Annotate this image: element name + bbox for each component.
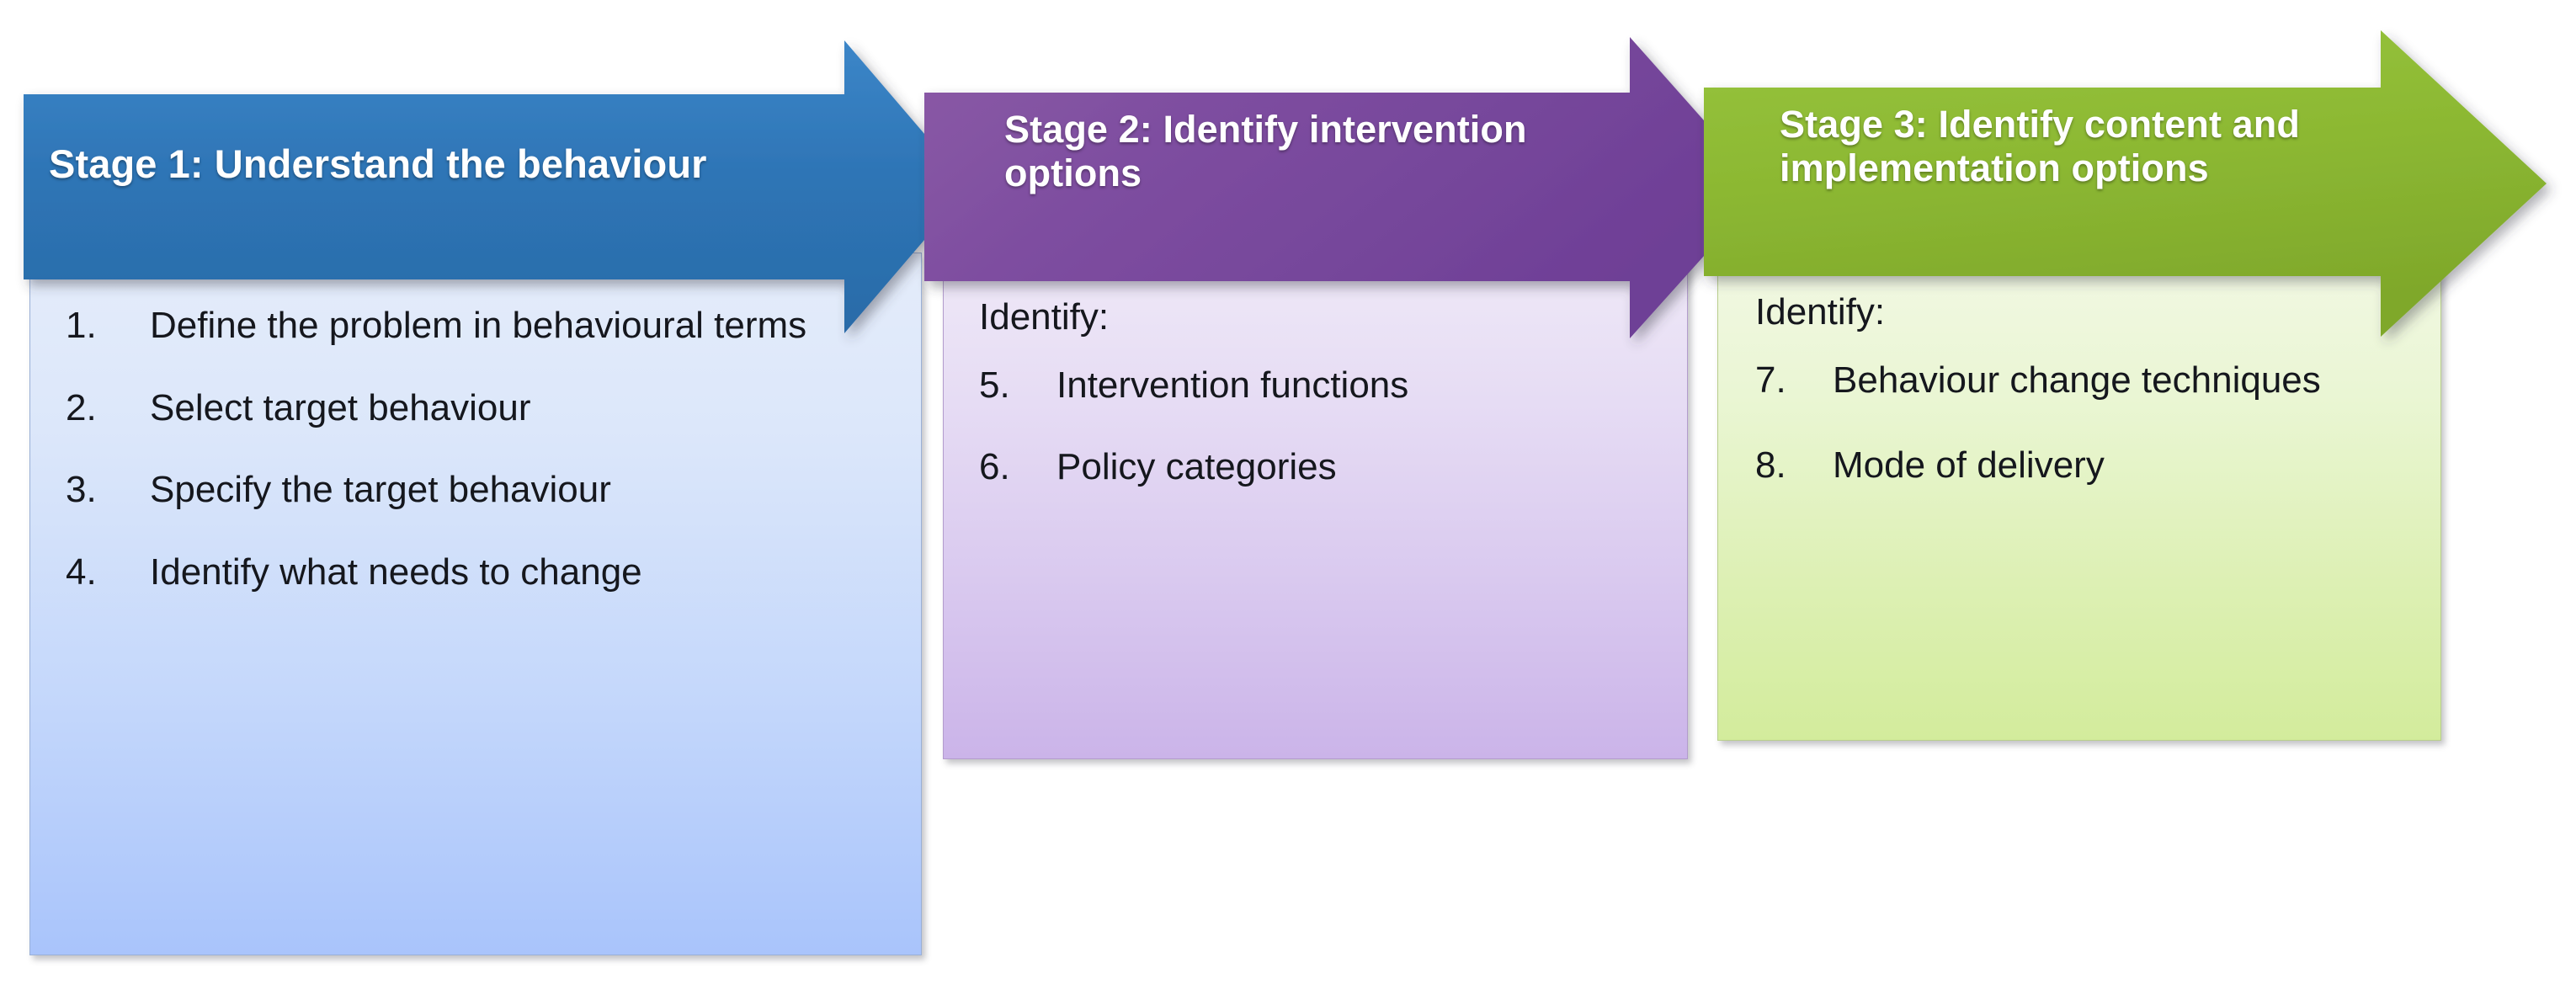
list-item-number: 2. xyxy=(66,386,97,428)
stage-3-content-box xyxy=(1717,246,2441,741)
list-item-text: Specify the target behaviour xyxy=(150,469,611,511)
stage-2-content-box xyxy=(943,249,1688,759)
list-item: 1. Define the problem in behavioural ter… xyxy=(66,303,907,348)
stage-3-intro-label: Identify: xyxy=(1755,291,1886,332)
stage-3-list: Identify: 7. Behaviour change techniques… xyxy=(1755,291,2429,529)
list-item: 5. Intervention functions xyxy=(979,363,1678,408)
list-item-number: 6. xyxy=(979,446,1010,488)
stage-2-title: Stage 2: Identify intervention options xyxy=(1004,108,1527,195)
stage-1-arrow xyxy=(24,34,983,341)
list-item: 7. Behaviour change techniques xyxy=(1755,358,2429,403)
stage-3-arrow xyxy=(1704,24,2558,343)
list-item-number: 4. xyxy=(66,551,97,593)
stage-2-steps: 5. Intervention functions 6. Policy cate… xyxy=(979,363,1678,490)
stage-1-content-box xyxy=(29,253,922,955)
list-item-number: 7. xyxy=(1755,359,1786,401)
list-item-text: Select target behaviour xyxy=(150,386,531,428)
list-item-text: Intervention functions xyxy=(1056,364,1409,406)
stage-2-arrow xyxy=(924,29,1775,344)
stage-1-list: 1. Define the problem in behavioural ter… xyxy=(66,303,907,632)
stage-3-steps: 7. Behaviour change techniques 8. Mode o… xyxy=(1755,358,2429,488)
list-item: 3. Specify the target behaviour xyxy=(66,467,907,513)
stage-1-title: Stage 1: Understand the behaviour xyxy=(49,141,707,186)
list-item-text: Define the problem in behavioural terms xyxy=(150,305,807,346)
stage-2-list: Identify: 5. Intervention functions 6. P… xyxy=(979,296,1678,527)
list-item-text: Mode of delivery xyxy=(1833,444,2105,487)
list-item-text: Behaviour change techniques xyxy=(1833,359,2321,401)
list-item: 2. Select target behaviour xyxy=(66,386,907,431)
list-item-number: 3. xyxy=(66,469,97,511)
list-item-text: Identify what needs to change xyxy=(150,551,642,593)
stage-3-title: Stage 3: Identify content and implementa… xyxy=(1780,103,2300,190)
stage-2-intro-label: Identify: xyxy=(979,296,1110,338)
list-item: 8. Mode of delivery xyxy=(1755,443,2429,488)
list-item-text: Policy categories xyxy=(1056,446,1337,488)
list-item-number: 1. xyxy=(66,305,97,346)
list-item-number: 8. xyxy=(1755,444,1786,487)
list-item: 6. Policy categories xyxy=(979,444,1678,490)
list-item: 4. Identify what needs to change xyxy=(66,550,907,595)
stage-1-steps: 1. Define the problem in behavioural ter… xyxy=(66,303,907,595)
list-item-number: 5. xyxy=(979,364,1010,406)
